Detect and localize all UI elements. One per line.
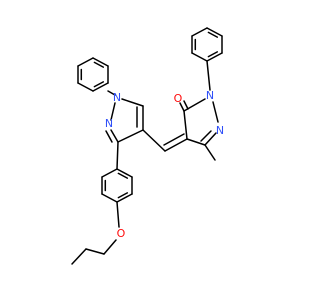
pyrazole-bond-n2-n1 — [110, 102, 116, 121]
bond-methine-to-pyrazolone — [164, 138, 188, 152]
phenyl-propoxy-inner-bond — [117, 192, 129, 199]
atom-label-pyrazole-n1: N — [113, 91, 121, 104]
phenyl-top-right-bond — [206, 52, 223, 62]
pyrazolone-bond-n1-n2 — [212, 101, 219, 123]
pyrazolone-bond-c3-c4 — [186, 138, 206, 146]
bond-methine-double-inner — [163, 133, 185, 146]
methyl-bond — [204, 144, 216, 161]
phenyl-top-right-bond — [191, 27, 208, 37]
propyl-bond-2 — [71, 248, 87, 265]
pyrazolone-bond-c4-c5 — [183, 110, 188, 140]
phenyl-top-right-inner-bond — [207, 51, 219, 58]
structure-canvas: O N N N N O — [71, 27, 224, 265]
phenyl-top-left-inner-bond — [93, 81, 105, 88]
carbonyl-bond — [179, 102, 185, 112]
pyrazole-bond-c4-c3 — [117, 129, 144, 143]
atom-label-carbonyl-oxygen: O — [174, 92, 183, 105]
atom-label-pyrazole-n2: N — [105, 117, 113, 130]
phenyl-top-right-bond — [206, 27, 223, 37]
phenyl-top-right-bond — [191, 52, 208, 62]
pyrazolone-bond-c5-n1 — [183, 98, 206, 112]
pyrazole-bond-c3-n2 — [110, 129, 119, 143]
phenyl-top-left-inner-bond — [93, 61, 105, 68]
phenyl-propoxy-bond — [116, 168, 133, 178]
bond-layer — [71, 27, 223, 265]
bond-pyrazole-c4-to-methine — [142, 129, 166, 152]
phenyl-top-left-bond — [77, 82, 94, 92]
carbonyl-double-bond — [183, 100, 189, 110]
propyl-bond-1 — [85, 248, 105, 255]
bond-aryl-to-ether-oxygen — [116, 201, 120, 228]
atom-label-pyrazolone-n1: N — [206, 89, 214, 102]
bond-oxygen-to-ch2 — [103, 239, 117, 255]
phenyl-propoxy-inner-bond — [117, 172, 129, 179]
phenyl-top-left-bond — [92, 82, 109, 92]
atom-label-pyrazolone-n2: N — [216, 124, 224, 137]
phenyl-top-left-bond — [92, 57, 109, 67]
chemical-structure-diagram: O N N N N O — [71, 27, 224, 265]
phenyl-top-right-inner-bond — [207, 31, 219, 38]
atom-label-ether-oxygen: O — [117, 227, 126, 240]
bond-phenyl-to-pyrazole-n1 — [107, 90, 116, 96]
atom-label-layer: O N N N N O — [105, 89, 224, 240]
bond-pyrazole-to-aryl — [116, 141, 119, 170]
phenyl-propoxy-bond — [116, 193, 133, 203]
pyrazole-bond-n1-c5 — [121, 98, 144, 107]
phenyl-propoxy-bond — [101, 168, 118, 178]
phenyl-top-left-bond — [77, 57, 94, 67]
pyrazolone-bond-n2-c3 — [204, 132, 217, 146]
pyrazolone-inner-bond-n2-c3 — [200, 130, 212, 142]
bond-pyrazolone-n1-to-phenyl — [206, 60, 211, 91]
phenyl-propoxy-bond — [101, 193, 118, 203]
pyrazole-inner-bond-c3-n2 — [105, 130, 113, 143]
